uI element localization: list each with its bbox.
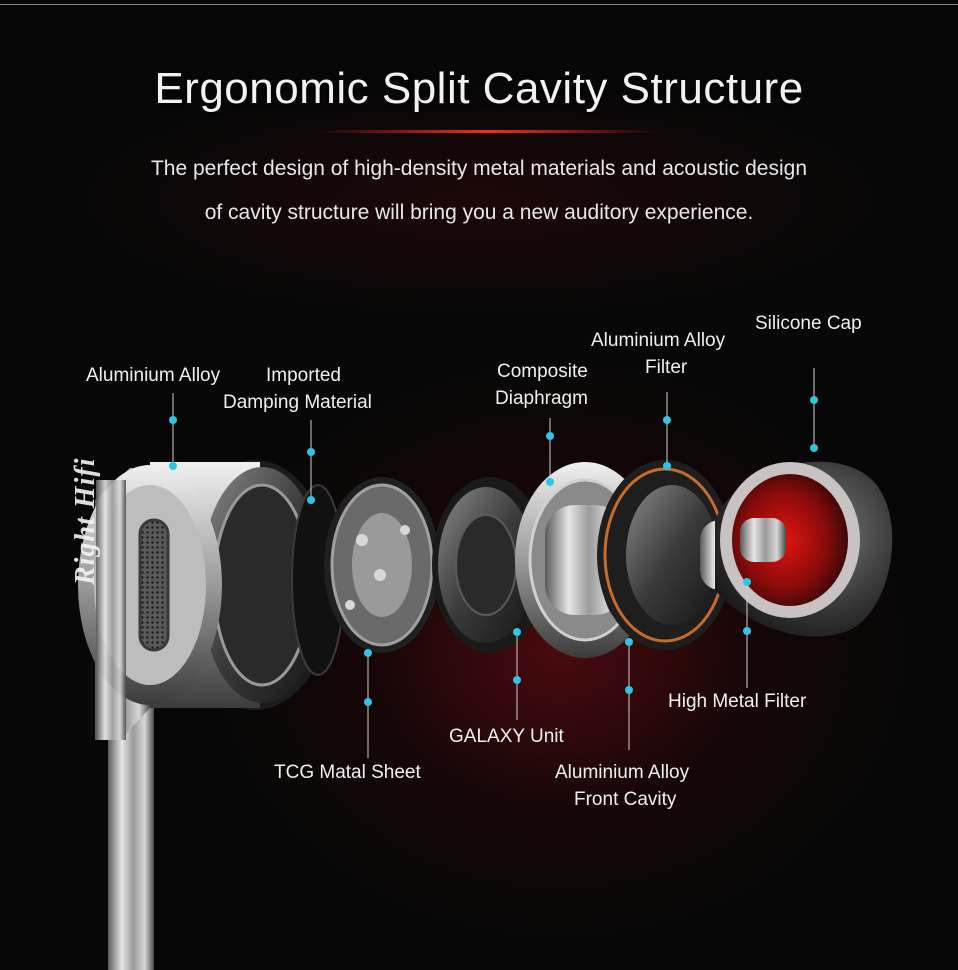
label-aluminium-filter-line1: Aluminium Alloy bbox=[591, 330, 726, 351]
page-title: Ergonomic Split Cavity Structure bbox=[154, 64, 804, 113]
tcg-sheet-disc bbox=[324, 477, 440, 653]
label-silicone-cap: Silicone Cap bbox=[755, 313, 862, 334]
label-aluminium-alloy: Aluminium Alloy bbox=[86, 365, 221, 386]
filter-ring bbox=[597, 460, 748, 650]
label-front-cavity-line2: Front Cavity bbox=[574, 789, 677, 810]
mesh-vent bbox=[138, 518, 170, 652]
label-composite-diaphragm-line1: Composite bbox=[497, 361, 588, 382]
subtitle-line-2: of cavity structure will bring you a new… bbox=[204, 201, 754, 224]
title-underline bbox=[318, 130, 658, 133]
galaxy-unit bbox=[432, 477, 548, 653]
label-imported-damping-line2: Damping Material bbox=[223, 392, 372, 413]
label-composite-diaphragm-line2: Diaphragm bbox=[495, 388, 588, 409]
top-divider bbox=[0, 4, 958, 5]
main-housing bbox=[78, 460, 335, 740]
label-imported-damping-line1: Imported bbox=[266, 365, 341, 386]
label-tcg-sheet: TCG Matal Sheet bbox=[274, 762, 421, 783]
label-front-cavity-line1: Aluminium Alloy bbox=[555, 762, 690, 783]
label-high-metal-filter: High Metal Filter bbox=[668, 691, 807, 712]
silicone-cap bbox=[715, 461, 893, 637]
label-galaxy-unit: GALAXY Unit bbox=[449, 726, 564, 747]
subtitle-line-1: The perfect design of high-density metal… bbox=[150, 157, 808, 180]
label-aluminium-filter-line2: Filter bbox=[645, 357, 688, 378]
pointer-dots bbox=[169, 396, 818, 706]
cable-tube bbox=[108, 700, 154, 970]
